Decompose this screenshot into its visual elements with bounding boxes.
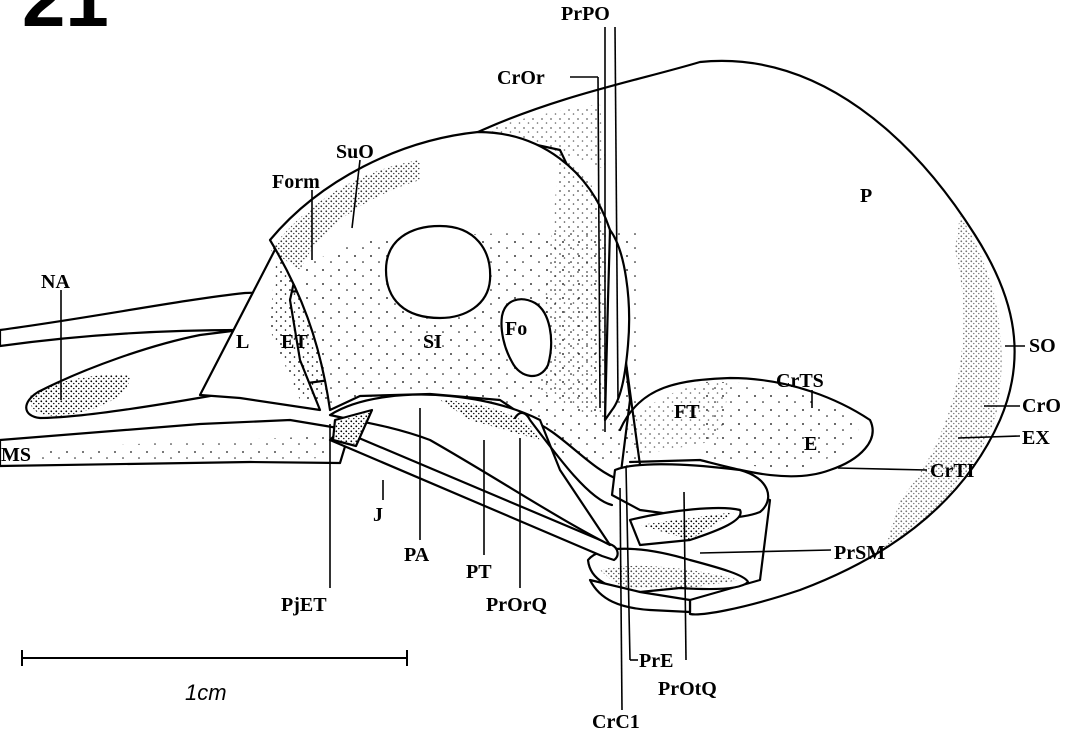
label-prorq: PrOrQ [486, 594, 547, 616]
label-so: SO [1029, 335, 1056, 357]
label-crc1: CrC1 [592, 711, 640, 733]
label-cror: CrOr [497, 67, 545, 89]
label-protq: PrOtQ [658, 678, 717, 700]
optic-foramen [386, 226, 490, 318]
label-et: ET [281, 331, 308, 353]
label-cro: CrO [1022, 395, 1061, 417]
label-crti: CrTI [930, 460, 975, 482]
label-na: NA [41, 271, 70, 293]
label-pjet: PjET [281, 594, 327, 616]
label-l: L [236, 331, 249, 353]
label-prsm: PrSM [834, 542, 885, 564]
label-fo: Fo [505, 318, 527, 340]
scale-bar: 1cm [22, 650, 407, 705]
label-ms: MS [1, 444, 31, 466]
label-crts: CrTS [776, 370, 824, 392]
label-j: J [373, 504, 383, 526]
label-si: SI [423, 331, 442, 353]
label-form: Form [272, 171, 320, 193]
label-p: P [860, 185, 872, 207]
label-e: E [804, 433, 817, 455]
label-pre: PrE [639, 650, 673, 672]
scale-bar-label: 1cm [185, 680, 227, 705]
label-ft: FT [674, 401, 700, 423]
label-pa: PA [404, 544, 430, 566]
label-ex: EX [1022, 427, 1050, 449]
label-suo: SuO [336, 141, 374, 163]
figure-number: 21 [22, 0, 109, 43]
label-pt: PT [466, 561, 492, 583]
label-prpo: PrPO [561, 3, 610, 25]
